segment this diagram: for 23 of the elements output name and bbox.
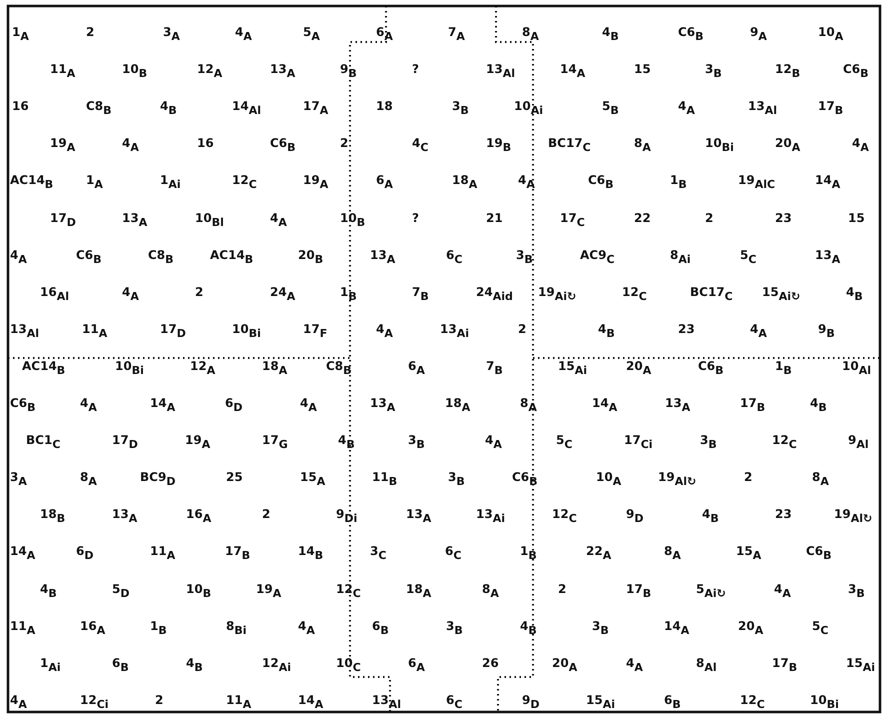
plot-label: 2	[558, 582, 566, 596]
plot-label: 2	[155, 692, 164, 707]
plot-label: 2	[262, 507, 270, 522]
plot-label: 23	[775, 210, 792, 224]
plot-label: 25	[226, 470, 243, 484]
plot-label: 22	[634, 210, 651, 224]
plot-label: 2	[340, 136, 348, 150]
plot-label: 16	[197, 136, 214, 150]
plot-label: ?	[412, 210, 419, 224]
plot-label: 2	[744, 470, 752, 484]
plot-label: 18	[376, 99, 393, 114]
plot-label: 2	[705, 210, 714, 224]
plot-label: ?	[412, 62, 419, 76]
plot-label: 15	[634, 62, 651, 76]
plot-label: 21	[486, 210, 503, 224]
plot-label: 2	[518, 322, 526, 336]
plot-label: 23	[775, 507, 792, 522]
plot-label: 23	[678, 322, 695, 336]
plot-label: 26	[482, 656, 499, 670]
plot-label: 2	[86, 25, 94, 39]
plot-label: 15	[848, 210, 865, 224]
plot-label: 16	[12, 99, 29, 114]
plot-label: 2	[195, 284, 204, 299]
